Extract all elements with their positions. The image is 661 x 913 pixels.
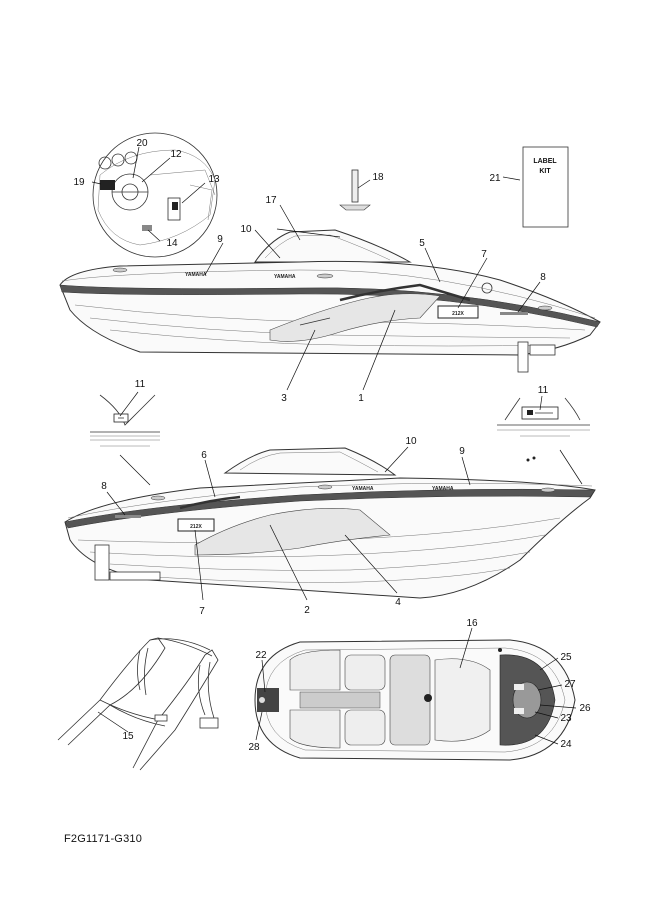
callout-17: 17 bbox=[265, 195, 277, 206]
callout-7: 7 bbox=[481, 249, 487, 260]
callout-8: 8 bbox=[540, 272, 546, 283]
detail-inset-right bbox=[497, 395, 590, 485]
detail-inset-left bbox=[90, 391, 160, 486]
callouts: 20 12 19 13 14 18 21 17 10 9 5 7 8 3 1 1… bbox=[73, 138, 591, 753]
callout-19: 19 bbox=[73, 177, 85, 188]
leaders-top-view bbox=[255, 627, 577, 745]
stern-light-pole bbox=[339, 169, 371, 211]
callout-9-lower: 9 bbox=[459, 446, 465, 457]
brand-logo-upper-2: YAMAHA bbox=[274, 274, 296, 280]
brand-logo-lower-2: YAMAHA bbox=[432, 486, 454, 492]
diagram-code: F2G1171-G310 bbox=[64, 833, 143, 845]
callout-20: 20 bbox=[136, 138, 148, 149]
model-badge-upper: 212X bbox=[452, 311, 464, 317]
callout-14: 14 bbox=[166, 238, 178, 249]
wakeboard-tower bbox=[57, 637, 219, 771]
label-kit-box: LABEL KIT bbox=[502, 146, 569, 228]
callout-15: 15 bbox=[122, 731, 134, 742]
callout-21: 21 bbox=[489, 173, 501, 184]
callout-24: 24 bbox=[560, 739, 572, 750]
callout-22: 22 bbox=[255, 650, 267, 661]
callout-18: 18 bbox=[372, 172, 384, 183]
callout-8-lower: 8 bbox=[101, 481, 107, 492]
callout-2: 2 bbox=[304, 605, 310, 616]
callout-25: 25 bbox=[560, 652, 572, 663]
callout-11-right: 11 bbox=[538, 385, 549, 396]
callout-23: 23 bbox=[560, 713, 572, 724]
model-badge-lower: 212X bbox=[190, 524, 202, 530]
callout-16: 16 bbox=[466, 618, 478, 629]
callout-13: 13 bbox=[208, 174, 220, 185]
callout-7-lower: 7 bbox=[199, 606, 205, 617]
brand-logo-upper-1: YAMAHA bbox=[185, 272, 207, 278]
boat-side-view-upper: 212X YAMAHA YAMAHA bbox=[59, 229, 601, 373]
callout-26: 26 bbox=[579, 703, 591, 714]
callout-9: 9 bbox=[217, 234, 223, 245]
boat-top-view bbox=[254, 639, 576, 761]
callout-12: 12 bbox=[170, 149, 182, 160]
callout-28: 28 bbox=[248, 742, 260, 753]
callout-3: 3 bbox=[281, 393, 287, 404]
callout-6: 6 bbox=[201, 450, 207, 461]
callout-11-left: 11 bbox=[135, 379, 146, 390]
callout-5: 5 bbox=[419, 238, 425, 249]
boat-side-view-lower: 212X YAMAHA YAMAHA bbox=[64, 447, 596, 599]
dashboard-inset bbox=[91, 132, 218, 258]
label-kit-line-1: LABEL bbox=[533, 158, 557, 165]
label-kit-line-2: KIT bbox=[539, 168, 551, 175]
callout-27: 27 bbox=[564, 679, 576, 690]
leaders-lower bbox=[106, 446, 471, 601]
callout-1: 1 bbox=[358, 393, 364, 404]
callout-10-lower: 10 bbox=[405, 436, 417, 447]
brand-logo-lower-1: YAMAHA bbox=[352, 486, 374, 492]
callout-10: 10 bbox=[240, 224, 252, 235]
callout-4: 4 bbox=[395, 597, 401, 608]
leaders-upper bbox=[204, 204, 541, 391]
